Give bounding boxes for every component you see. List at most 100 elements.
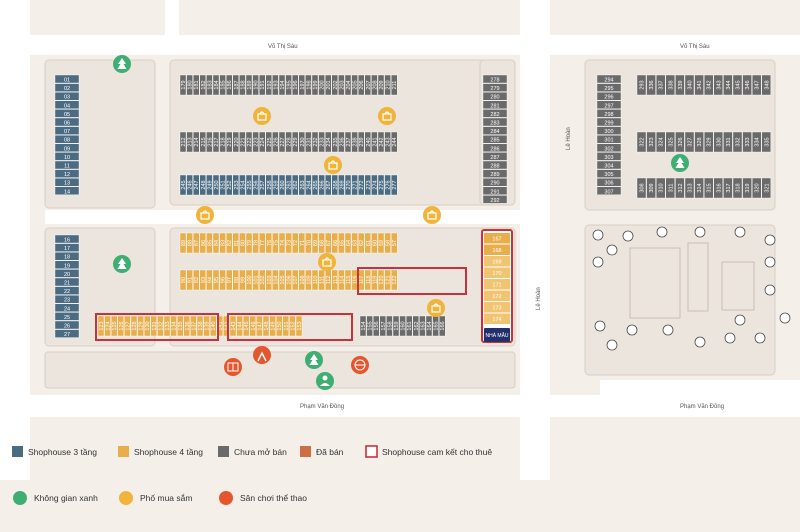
- lot[interactable]: [713, 131, 723, 153]
- lot[interactable]: [278, 269, 286, 291]
- lot[interactable]: [305, 174, 312, 196]
- lot[interactable]: [170, 315, 177, 337]
- lot[interactable]: [391, 232, 398, 254]
- lot[interactable]: [54, 312, 80, 321]
- lot[interactable]: [371, 131, 378, 153]
- lot[interactable]: [482, 195, 508, 204]
- lot[interactable]: [331, 74, 338, 96]
- lot[interactable]: [484, 290, 510, 302]
- lot[interactable]: [325, 131, 332, 153]
- lot[interactable]: [219, 269, 226, 291]
- lot[interactable]: [351, 174, 358, 196]
- lot[interactable]: [371, 269, 378, 291]
- lot[interactable]: [391, 74, 398, 96]
- lot[interactable]: [232, 174, 240, 196]
- lot[interactable]: [54, 243, 80, 252]
- lot[interactable]: [596, 134, 622, 144]
- lot[interactable]: [675, 74, 685, 96]
- lot[interactable]: [54, 100, 80, 110]
- lot[interactable]: [484, 256, 510, 267]
- lot[interactable]: [229, 315, 237, 337]
- lot[interactable]: [259, 131, 266, 153]
- shopping-bag-icon[interactable]: [196, 206, 214, 224]
- lot[interactable]: [245, 269, 253, 291]
- lot[interactable]: [338, 74, 345, 96]
- lot[interactable]: [54, 152, 80, 161]
- lot[interactable]: [186, 74, 193, 96]
- lot[interactable]: [54, 83, 80, 92]
- lot[interactable]: [338, 174, 345, 196]
- lot[interactable]: [482, 160, 508, 170]
- lot[interactable]: [482, 186, 508, 196]
- lot[interactable]: [482, 126, 508, 135]
- lot[interactable]: [192, 174, 200, 196]
- lot[interactable]: [412, 315, 419, 337]
- green-space-icon[interactable]: [316, 372, 334, 390]
- lot[interactable]: [366, 315, 373, 337]
- lot[interactable]: [285, 174, 292, 196]
- lot[interactable]: [636, 131, 647, 153]
- lot[interactable]: [364, 174, 371, 196]
- lot[interactable]: [364, 74, 371, 96]
- lot[interactable]: [371, 174, 378, 196]
- lot[interactable]: [596, 152, 622, 161]
- lot[interactable]: [110, 315, 118, 337]
- lot[interactable]: [723, 177, 733, 199]
- lot[interactable]: [364, 131, 371, 153]
- green-space-icon[interactable]: [671, 154, 689, 172]
- lot[interactable]: [54, 260, 80, 269]
- lot[interactable]: [265, 131, 272, 153]
- lot[interactable]: [318, 269, 325, 291]
- lot[interactable]: [285, 131, 292, 153]
- lot[interactable]: [239, 232, 246, 254]
- lot[interactable]: [377, 269, 385, 291]
- lot[interactable]: [130, 315, 138, 337]
- lot[interactable]: [203, 315, 210, 337]
- lot[interactable]: [675, 131, 685, 153]
- lot[interactable]: [157, 315, 164, 337]
- lot[interactable]: [311, 74, 319, 96]
- lot[interactable]: [199, 74, 207, 96]
- lot[interactable]: [252, 131, 259, 153]
- lot[interactable]: [292, 131, 299, 153]
- lot[interactable]: [232, 269, 240, 291]
- lot[interactable]: [392, 315, 400, 337]
- sports-court-icon[interactable]: [224, 358, 242, 376]
- lot[interactable]: [219, 131, 226, 153]
- lot[interactable]: [206, 74, 213, 96]
- lot[interactable]: [212, 232, 220, 254]
- shopping-bag-icon[interactable]: [378, 107, 396, 125]
- lot[interactable]: [704, 177, 714, 199]
- lot[interactable]: [596, 91, 622, 101]
- lot[interactable]: [656, 131, 666, 153]
- lot[interactable]: [311, 131, 319, 153]
- lot[interactable]: [256, 315, 263, 337]
- lot[interactable]: [216, 315, 224, 337]
- lot[interactable]: [713, 177, 723, 199]
- lot[interactable]: [305, 74, 312, 96]
- lot[interactable]: [54, 286, 80, 295]
- lot[interactable]: [377, 131, 385, 153]
- shopping-bag-icon[interactable]: [427, 299, 445, 317]
- lot[interactable]: [596, 177, 622, 187]
- lot[interactable]: [384, 232, 391, 254]
- lot[interactable]: [752, 131, 762, 153]
- lot[interactable]: [704, 131, 714, 153]
- lot[interactable]: [406, 315, 413, 337]
- lot[interactable]: [285, 269, 292, 291]
- lot[interactable]: [399, 315, 406, 337]
- lot[interactable]: [325, 174, 332, 196]
- lot[interactable]: [305, 131, 312, 153]
- lot[interactable]: [192, 131, 200, 153]
- lot[interactable]: [223, 315, 230, 337]
- lot[interactable]: [54, 74, 80, 84]
- lot[interactable]: [596, 186, 622, 196]
- lot[interactable]: [97, 315, 105, 337]
- lot[interactable]: [331, 232, 338, 254]
- lot[interactable]: [262, 315, 270, 337]
- lot[interactable]: [742, 177, 752, 199]
- lot[interactable]: [54, 126, 80, 135]
- lot[interactable]: [124, 315, 131, 337]
- lot[interactable]: [276, 315, 283, 337]
- green-space-icon[interactable]: [113, 55, 131, 73]
